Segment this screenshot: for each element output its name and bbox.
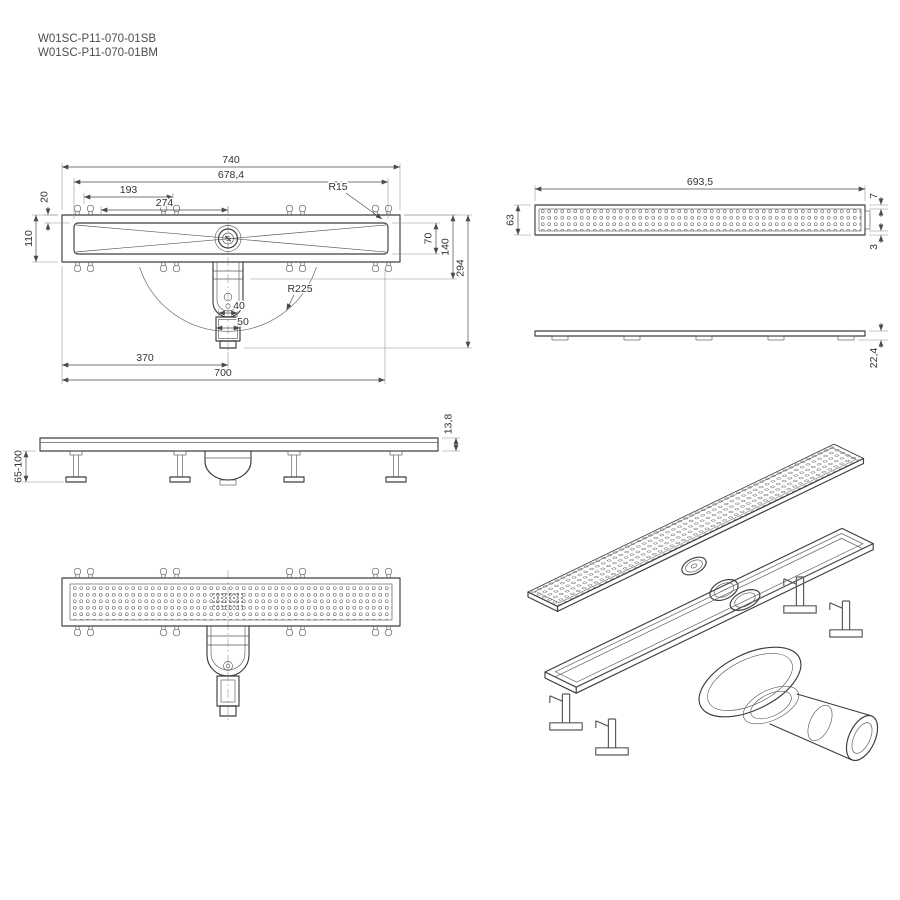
view-plan: 740 678,4 193 274 R15 20 xyxy=(22,153,472,384)
dim-profile-height: 22,4 xyxy=(858,323,888,370)
dim-overall-length: 740 xyxy=(61,153,401,210)
dim-corner-radius: R15 xyxy=(327,180,383,220)
dim-grate-length: 678,4 xyxy=(73,168,389,219)
dim-drain-center: 370 xyxy=(61,266,229,384)
channel-inner-rect xyxy=(73,222,389,255)
iso-grate xyxy=(527,443,865,612)
view-side: 13,8 65-100 xyxy=(11,412,460,486)
dim-outlet-outer: 50 xyxy=(216,315,250,331)
dim-label: 3 xyxy=(868,244,880,250)
dim-grate-width: 63 xyxy=(503,204,531,236)
grate-profile xyxy=(534,330,866,341)
dim-label: 13,8 xyxy=(443,414,455,435)
dim-label: 65-100 xyxy=(13,450,25,483)
dim-label: 740 xyxy=(222,154,240,166)
iso-drain-disc xyxy=(681,556,707,576)
dim-label: 63 xyxy=(505,214,517,226)
dim-label: 40 xyxy=(233,300,245,312)
iso-siphon xyxy=(698,646,879,762)
trap-side xyxy=(204,450,252,486)
dim-depth-to-clips: 140 xyxy=(250,214,457,280)
part-number-2: W01SC-P11-070-01BM xyxy=(38,47,158,59)
dim-label: 370 xyxy=(136,352,154,364)
iso-channel-tray xyxy=(544,527,874,694)
drain-cap xyxy=(214,225,242,252)
view-isometric xyxy=(527,443,879,762)
dim-label: 700 xyxy=(214,367,232,379)
dim-body-length: 700 xyxy=(62,269,386,384)
dim-overall-depth: 294 xyxy=(244,214,472,349)
dim-label: 20 xyxy=(39,191,51,203)
view-front xyxy=(61,567,401,722)
dim-lip-bottom: 3 xyxy=(867,223,888,251)
dim-swivel-radius: R225 xyxy=(286,282,314,311)
dim-clip-spacing: 193 xyxy=(83,183,174,204)
mounting-clips-bottom xyxy=(73,261,393,273)
dim-label: 193 xyxy=(120,184,138,196)
adjustable-legs xyxy=(65,450,407,483)
mounting-clips-top xyxy=(73,567,393,579)
grate-edge-detail xyxy=(864,210,871,230)
iso-outlet-cap xyxy=(845,714,879,762)
dim-label: 140 xyxy=(440,238,452,256)
dim-leg-height: 65-100 xyxy=(11,448,64,484)
dim-flange-top: 20 xyxy=(37,190,70,231)
dim-label: R15 xyxy=(328,181,347,193)
dim-overall-width: 110 xyxy=(22,214,58,263)
grate-perforation xyxy=(538,208,862,232)
dim-label: 70 xyxy=(423,233,435,245)
dim-label: 678,4 xyxy=(218,169,244,181)
dim-label: 274 xyxy=(156,197,174,209)
front-logo-pattern xyxy=(212,592,244,610)
part-numbers: W01SC-P11-070-01SB W01SC-P11-070-01BM xyxy=(38,33,158,59)
cross-diagonals xyxy=(75,224,387,253)
front-outer-rect xyxy=(61,577,401,627)
dim-channel-height: 13,8 xyxy=(441,412,460,452)
mounting-clips-bottom xyxy=(73,625,393,637)
trap-front xyxy=(206,625,250,717)
dim-label: 294 xyxy=(455,259,467,277)
dim-outlet-inner: 40 xyxy=(218,299,246,318)
dim-lip-top: 7 xyxy=(867,191,888,217)
dim-channel-width: 70 xyxy=(392,222,440,255)
part-number-1: W01SC-P11-070-01SB xyxy=(38,33,156,45)
dim-label: 693,5 xyxy=(687,176,713,188)
dim-drain-offset: 274 xyxy=(100,196,229,215)
dim-label: 7 xyxy=(868,193,880,199)
dim-label: 110 xyxy=(23,230,35,247)
dim-label: 50 xyxy=(237,316,249,328)
swivel-arc xyxy=(139,267,317,332)
dim-label: 22,4 xyxy=(868,348,880,369)
channel-side-body xyxy=(39,437,439,452)
dim-grate-length: 693,5 xyxy=(534,175,866,201)
dim-label: R225 xyxy=(287,283,312,295)
view-grate: 693,5 63 7 3 xyxy=(503,175,888,370)
channel-outer-rect xyxy=(61,214,401,263)
